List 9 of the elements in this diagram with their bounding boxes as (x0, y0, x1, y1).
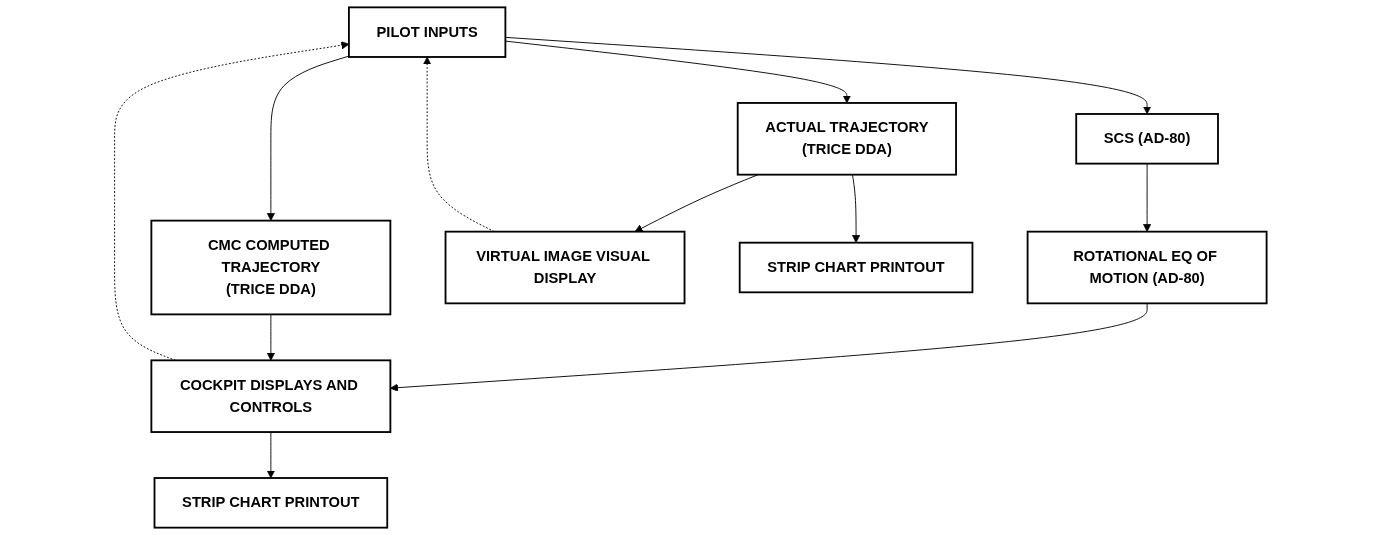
node-box: STRIP CHART PRINTOUT (738, 241, 974, 294)
node-box: PILOT INPUTS (347, 6, 507, 58)
node-box: COCKPIT DISPLAYS AND CONTROLS (150, 359, 392, 433)
node-box: CMC COMPUTED TRAJECTORY (TRICE DDA) (150, 219, 392, 316)
node-box: ROTATIONAL EQ OF MOTION (AD-80) (1026, 230, 1268, 305)
node-box: SCS (AD-80) (1075, 113, 1219, 165)
node-box: ACTUAL TRAJECTORY (TRICE DDA) (736, 102, 957, 176)
node-box: VIRTUAL IMAGE VISUAL DISPLAY (444, 230, 686, 305)
node-box: STRIP CHART PRINTOUT (153, 477, 389, 529)
